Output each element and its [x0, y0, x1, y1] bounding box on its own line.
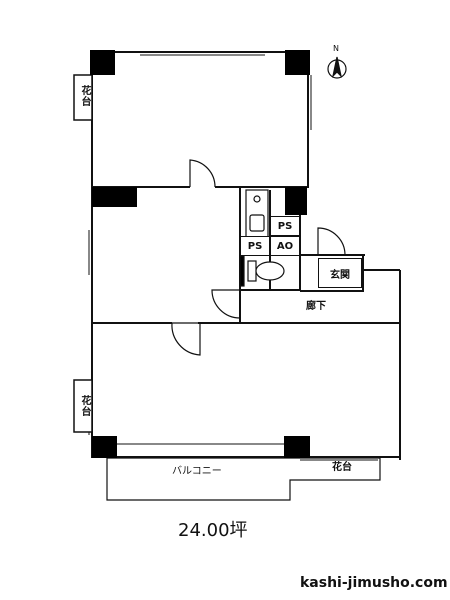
area-label: 24.00坪 — [178, 520, 248, 541]
north-compass-icon — [327, 56, 347, 79]
flower-box-lower-left-label: 花台 — [79, 395, 90, 417]
toilet-fixture — [239, 255, 285, 287]
ps-upper-box: PS — [270, 216, 300, 236]
hallway-label: 廊下 — [306, 301, 326, 312]
upper-room — [90, 51, 310, 188]
compass-n-label: N — [333, 44, 339, 53]
ao-box: AO — [270, 236, 300, 256]
website-label: kashi-jimusho.com — [300, 575, 448, 591]
balcony-outline — [106, 457, 381, 501]
flower-box-bottom-right-label: 花台 — [332, 462, 352, 473]
flower-box-lower-left — [73, 379, 93, 433]
ps-lower-box: PS — [240, 236, 270, 256]
flower-box-upper-label: 花台 — [79, 85, 90, 107]
flower-box-upper — [73, 74, 93, 121]
kitchen-counter — [245, 189, 269, 239]
balcony-label: バルコニー — [172, 466, 222, 477]
pillars — [90, 50, 310, 458]
entrance-hall — [240, 255, 401, 460]
entrance-box: 玄関 — [318, 258, 362, 288]
doors — [171, 159, 346, 356]
lower-room — [91, 323, 400, 458]
